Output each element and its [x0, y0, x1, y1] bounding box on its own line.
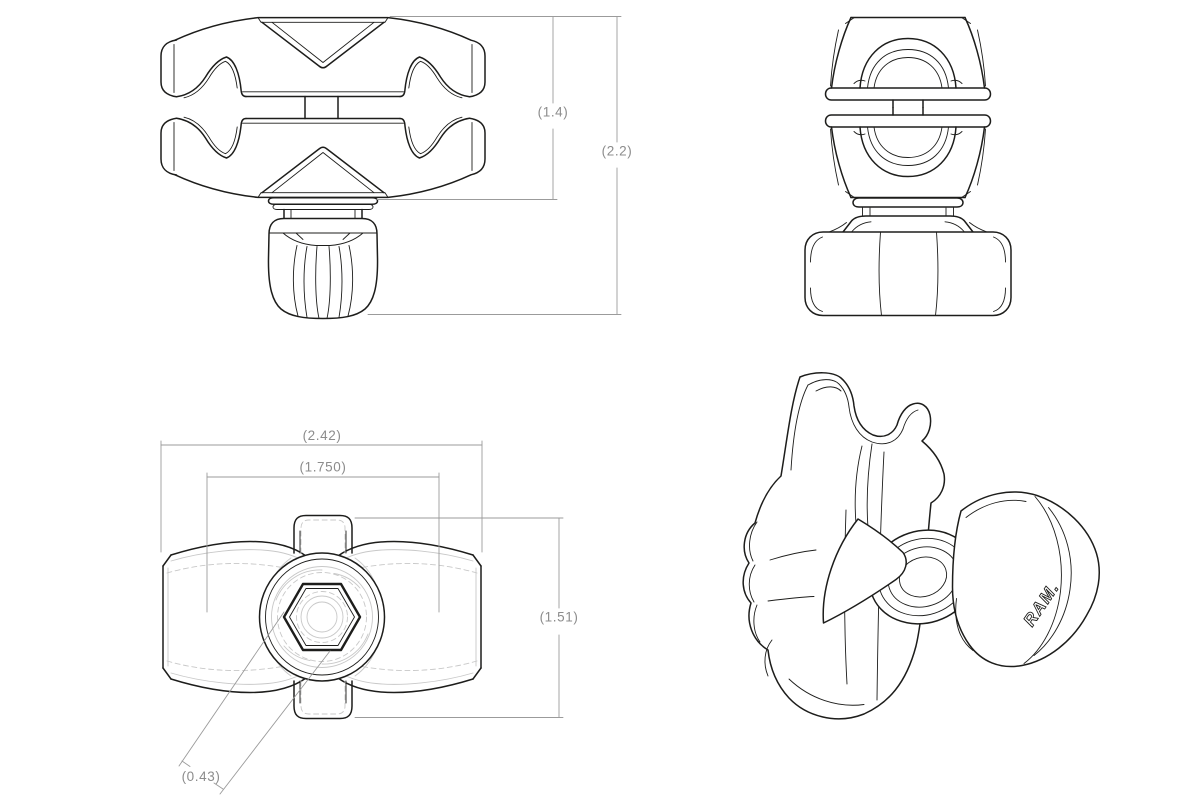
lower-socket-cup: [824, 106, 992, 199]
extension-line: [206, 472, 440, 613]
dimension-text-overall-width: (2.42): [303, 428, 342, 443]
socket-wedge: [822, 518, 907, 624]
side-view-dimensions: (1.4) (2.2): [367, 16, 633, 315]
dimension-text-body-depth: (1.51): [540, 610, 579, 625]
knob-neck: [283, 208, 363, 220]
finger-scallops: [748, 521, 761, 643]
dimension-line-0-43: [181, 760, 224, 790]
extension-line: [354, 517, 564, 718]
leader-line: [219, 650, 331, 795]
extension-line: [160, 440, 483, 553]
knob-hump: [842, 215, 974, 233]
tightening-knob-front: [804, 231, 1012, 317]
dimension-text-hex-socket: (0.43): [182, 769, 221, 784]
top-view: [162, 514, 482, 720]
isometric-view: RAM.: [742, 372, 1100, 720]
knob-flange: [267, 196, 379, 206]
top-view-dimensions: (2.42) (1.750) (1.51) (0.43): [160, 428, 579, 795]
upper-socket-cup: [824, 16, 992, 109]
center-web: [304, 95, 339, 120]
hex-socket-inner: [289, 588, 355, 646]
arm-bottom-wing: [160, 116, 486, 199]
dimension-text-inner-width: (1.750): [300, 460, 347, 475]
end-view: [804, 16, 1012, 317]
leader-line: [178, 611, 285, 767]
dimension-text-arm-height: (1.4): [538, 105, 569, 120]
socket-boss-inner: [265, 558, 379, 676]
tightening-knob: [267, 217, 379, 320]
dimension-text-overall-height: (2.2): [602, 144, 633, 159]
arm-top-wing: [160, 16, 486, 99]
tightening-knob-iso: [951, 491, 1100, 668]
knob-flange: [852, 197, 964, 208]
knob-grip-lines: [292, 245, 354, 319]
spring-coil-lines: [275, 569, 369, 665]
side-view: [160, 16, 486, 320]
